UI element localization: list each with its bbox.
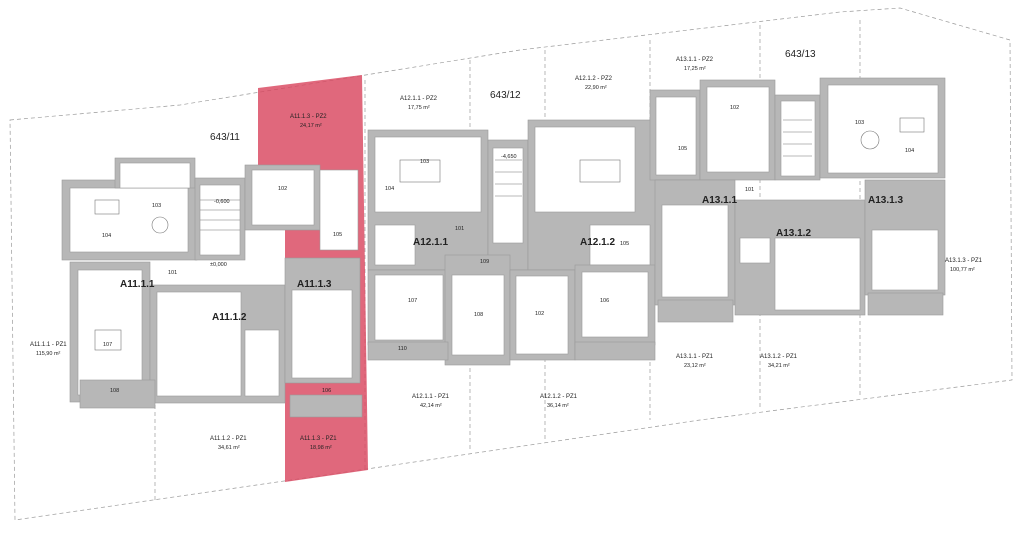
zone-area: 23,12 m² bbox=[684, 363, 706, 369]
zone-area: 24,17 m² bbox=[300, 123, 322, 129]
zone-area: 34,61 m² bbox=[218, 445, 240, 451]
zone-label: A13.1.3 - PZ1 bbox=[945, 258, 983, 264]
zone-area: 17,25 m² bbox=[684, 66, 706, 72]
zone-label: A11.1.2 - PZ1 bbox=[210, 436, 247, 442]
zone-label: A11.1.3 - PZ2 bbox=[290, 114, 327, 120]
unit-label: A11.1.3 bbox=[297, 279, 332, 290]
room-number: 108 bbox=[474, 312, 483, 318]
room-number: 102 bbox=[535, 311, 544, 317]
zone-area: 17,75 m² bbox=[408, 105, 430, 111]
room-number: 102 bbox=[730, 105, 739, 111]
zone-label: A11.1.1 - PZ1 bbox=[30, 342, 67, 348]
zone-label: A13.1.1 - PZ2 bbox=[676, 57, 714, 63]
zone-area: 22,90 m² bbox=[585, 85, 607, 91]
zone-label: A11.1.3 - PZ1 bbox=[300, 436, 337, 442]
room-number: 101 bbox=[745, 187, 754, 193]
unit-label: A12.1.2 bbox=[580, 237, 615, 248]
zone-area: 36,14 m² bbox=[547, 403, 569, 409]
room-number: 106 bbox=[600, 298, 609, 304]
zone-label: A12.1.1 - PZ2 bbox=[400, 96, 438, 102]
unit-label: A11.1.1 bbox=[120, 279, 155, 290]
parcel-number: 643/13 bbox=[785, 49, 816, 60]
room-number: 106 bbox=[322, 388, 331, 394]
room-number: 103 bbox=[152, 203, 161, 209]
room-number: 104 bbox=[905, 148, 914, 154]
room-number: 108 bbox=[110, 388, 119, 394]
room-number: 103 bbox=[420, 159, 429, 165]
parcel-number: 643/11 bbox=[210, 132, 240, 143]
zone-label: A12.1.2 - PZ1 bbox=[540, 394, 578, 400]
site-boundary bbox=[9, 7, 1013, 521]
zone-label: A13.1.1 - PZ1 bbox=[676, 354, 714, 360]
unit-label: A13.1.3 bbox=[868, 195, 903, 206]
parcel-number: 643/12 bbox=[490, 90, 521, 101]
room-number: 105 bbox=[333, 232, 342, 238]
zone-label: A12.1.2 - PZ2 bbox=[575, 76, 613, 82]
room-number: 103 bbox=[855, 120, 864, 126]
zone-label: A12.1.1 - PZ1 bbox=[412, 394, 450, 400]
building-a12 bbox=[367, 119, 659, 366]
zone-area: 115,90 m² bbox=[36, 351, 61, 357]
unit-label: A11.1.2 bbox=[212, 312, 247, 323]
room-number: 105 bbox=[620, 241, 629, 247]
level-marker: -0,600 bbox=[214, 199, 230, 205]
room-number: 101 bbox=[168, 270, 177, 276]
room-number: 105 bbox=[678, 146, 687, 152]
room-number: 102 bbox=[278, 186, 287, 192]
building-a13 bbox=[649, 77, 946, 323]
room-number: 110 bbox=[398, 346, 407, 352]
building-a11 bbox=[61, 157, 363, 418]
zone-label: A13.1.2 - PZ1 bbox=[760, 354, 798, 360]
room-number: 109 bbox=[480, 259, 489, 265]
zone-area: 18,98 m² bbox=[310, 445, 332, 451]
zone-area: 34,21 m² bbox=[768, 363, 790, 369]
room-number: 107 bbox=[408, 298, 417, 304]
zone-area: 100,77 m² bbox=[950, 267, 975, 273]
level-marker: ±0,000 bbox=[210, 262, 227, 268]
unit-label: A13.1.2 bbox=[776, 228, 811, 239]
room-number: 104 bbox=[102, 233, 111, 239]
unit-label: A13.1.1 bbox=[702, 195, 737, 206]
room-number: 104 bbox=[385, 186, 394, 192]
room-number: 101 bbox=[455, 226, 464, 232]
unit-label: A12.1.1 bbox=[413, 237, 448, 248]
zone-area: 42,14 m² bbox=[420, 403, 442, 409]
room-number: 107 bbox=[103, 342, 112, 348]
level-marker: -4,650 bbox=[501, 154, 517, 160]
